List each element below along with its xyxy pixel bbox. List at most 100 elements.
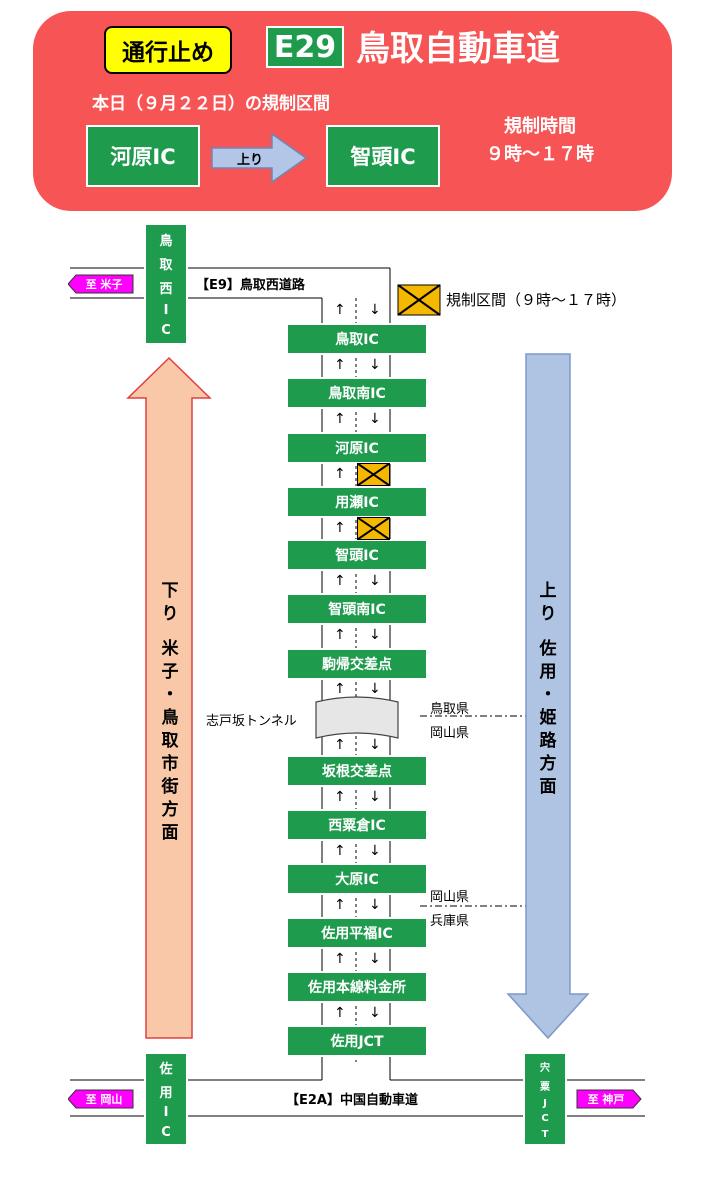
destination-yonago: 至 米子 [68,274,134,294]
direction-arrow: 上り [211,132,308,184]
ic-box-chizu: 智頭IC [286,539,428,571]
ic-box-komagaeri: 駒帰交差点 [286,648,428,680]
lane-arrow-up: ↑ [334,681,346,697]
lane-arrow-up: ↑ [334,466,346,482]
side-ic-char: C [541,1113,549,1124]
ic-box-tottori: 鳥取IC [286,323,428,355]
ic-box-sayo-jct: 佐用JCT [286,1025,428,1057]
lane-arrow-down: ↓ [369,843,381,859]
lane-arrow-down: ↓ [369,573,381,589]
up-direction-arrow [506,353,590,1040]
lane-arrow-up: ↑ [334,737,346,753]
down-label-char: 市 [161,754,179,774]
lane-arrow-up: ↑ [334,357,346,373]
restriction-time-value: ９時～１７時 [486,144,594,165]
ic-box-kawahara: 河原IC [286,432,428,464]
side-ic-char: C [161,322,171,338]
lane-arrow-down: ↓ [369,951,381,967]
lane-arrow-down: ↓ [369,897,381,913]
section-label: 本日（９月２２日）の規制区間 [92,94,330,114]
lane-arrow-up: ↑ [334,573,346,589]
up-label-char: 姫 [539,708,557,728]
lane-arrow-down: ↓ [369,1005,381,1021]
ic-box-tottori-minami: 鳥取南IC [286,377,428,409]
lane-arrow-up: ↑ [334,789,346,805]
restriction-marker-mochigase-chizu [357,517,391,541]
border-label-hyogo: 兵庫県 [430,914,470,929]
lane-arrow-up: ↑ [334,897,346,913]
route-number-badge: E29 [266,26,344,68]
up-label-char: 方 [539,754,557,774]
side-ic-char: 佐 [159,1062,173,1078]
up-label-char: 路 [539,731,557,751]
ic-box-chizu-minami: 智頭南IC [286,593,428,625]
ic-box-nishiawakura: 西粟倉IC [286,809,428,841]
ic-box-sayo-hirafuku: 佐用平福IC [286,917,428,949]
destination-kobe: 至 神戸 [576,1089,642,1109]
lane-arrow-up: ↑ [334,411,346,427]
up-label-char: り [539,604,557,624]
destination-yonago-label: 至 米子 [86,277,123,291]
from-ic-box: 河原IC [86,125,200,187]
route-name: 鳥取自動車道 [356,29,560,69]
ic-box-ohara: 大原IC [286,863,428,895]
side-ic-char: 西 [159,282,173,298]
up-label-char: ・ [539,685,557,705]
lane-arrow-up: ↑ [334,627,346,643]
side-ic-char: 用 [159,1085,173,1101]
lane-arrow-up: ↑ [334,520,346,536]
side-ic-char: 粟 [540,1082,550,1093]
down-label-char: 取 [161,731,179,751]
closure-badge: 通行止め [104,26,232,74]
down-label-char: 街 [161,777,179,797]
lane-arrow-down: ↓ [369,789,381,805]
side-ic-char: I [163,1105,169,1121]
restriction-legend-icon [397,284,441,316]
yamasaki-jct-box: 宍 粟 J C T [523,1052,567,1146]
down-label-char: 方 [161,800,179,820]
to-ic-box: 智頭IC [326,125,440,187]
down-label-char: り [161,604,179,624]
tunnel-label: 志戸坂トンネル [206,714,297,729]
down-label-char: ・ [161,685,179,705]
ic-box-sakane: 坂根交差点 [286,755,428,787]
destination-kobe-label: 至 神戸 [588,1092,625,1106]
side-ic-char: T [541,1128,549,1140]
restriction-legend-label: 規制区間（９時～１７時） [446,291,627,309]
down-direction-arrow [126,356,212,1039]
lane-arrow-up: ↑ [334,951,346,967]
down-label-char: 面 [161,823,179,843]
lane-arrow-up: ↑ [334,843,346,859]
bottom-road-label: 【E2A】中国自動車道 [286,1093,418,1108]
destination-okayama: 至 岡山 [68,1089,134,1109]
up-label-char: 上 [539,581,557,601]
up-label-char: 用 [539,662,557,682]
lane-arrow-down: ↓ [369,737,381,753]
border-label-okayama-2: 岡山県 [430,890,470,905]
lane-arrow-down: ↓ [369,302,381,318]
ic-box-sayo-tollgate: 佐用本線料金所 [286,971,428,1003]
up-direction-label: 上 り 佐 用 ・ 姫 路 方 面 [525,580,571,799]
destination-okayama-label: 至 岡山 [86,1092,123,1106]
restriction-time-title: 規制時間 [504,116,576,137]
lane-arrow-up: ↑ [334,1005,346,1021]
up-label-char: 面 [539,777,557,797]
restriction-time: 規制時間 ９時～１７時 [480,113,600,169]
restriction-marker-kawahara-mochigase [357,463,391,487]
side-ic-char: 宍 [540,1062,550,1074]
border-label-okayama: 岡山県 [430,726,470,741]
sayo-ic-box: 佐 用 I C [144,1052,188,1146]
down-direction-label: 下 り 米 子 ・ 鳥 取 市 街 方 面 [147,580,193,845]
lane-arrow-down: ↓ [369,411,381,427]
side-ic-char: I [163,302,169,318]
down-label-char: 下 [161,581,179,601]
lane-arrow-down: ↓ [369,681,381,697]
lane-arrow-up: ↑ [334,302,346,318]
direction-label: 上り [237,153,263,168]
tottori-nishi-ic-box: 鳥 取 西 I C [144,223,188,345]
down-label-char: 鳥 [161,708,179,728]
side-ic-char: J [543,1097,547,1109]
down-label-char: 子 [161,662,179,682]
ic-box-mochigase: 用瀬IC [286,486,428,518]
lane-arrow-down: ↓ [369,627,381,643]
